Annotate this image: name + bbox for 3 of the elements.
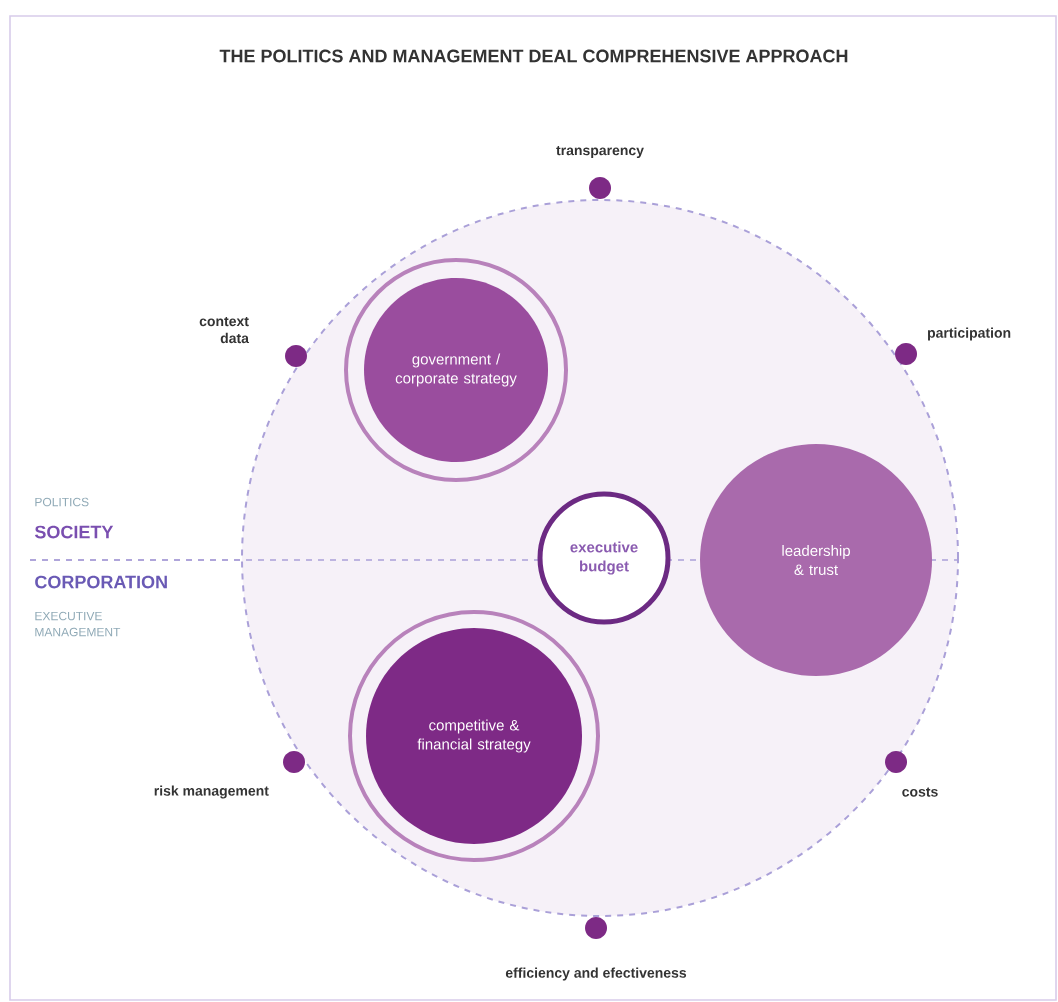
title: THE POLITICS AND MANAGEMENT DEAL COMPREHENSIVE APPROACH <box>219 49 848 63</box>
side-label: SOCIETY <box>34 525 114 539</box>
side-label: CORPORATION <box>35 575 167 589</box>
